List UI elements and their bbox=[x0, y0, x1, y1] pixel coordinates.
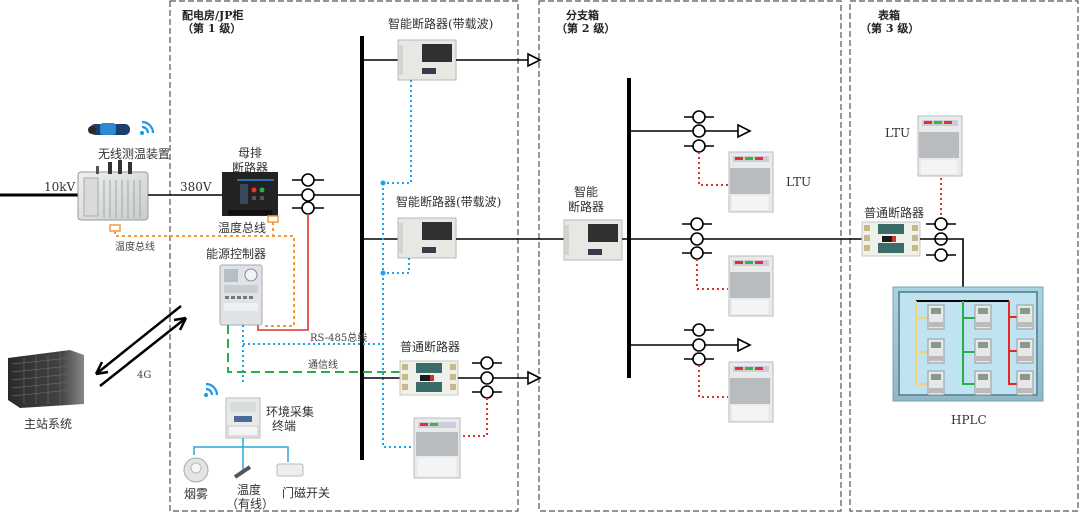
smart-meter-icon bbox=[974, 370, 992, 396]
smart-breaker-carrier-icon-2 bbox=[397, 217, 457, 259]
arrow-head-icon bbox=[527, 370, 542, 386]
ltu-device-icon-l1 bbox=[413, 417, 461, 479]
junction-dot bbox=[380, 180, 386, 186]
zone-level-2-level: （第 2 级） bbox=[556, 21, 615, 35]
current-transformer-icon bbox=[684, 323, 714, 366]
ltu-link-l2-2 bbox=[696, 259, 728, 290]
temp-bus-label-breaker: 温度总线 bbox=[218, 220, 266, 235]
smart-meter-icon bbox=[974, 338, 992, 364]
wifi-icon bbox=[140, 120, 155, 135]
current-transformer-icon bbox=[926, 217, 956, 262]
comm-line bbox=[227, 325, 400, 373]
door-switch-label: 门磁开关 bbox=[282, 485, 330, 500]
rs485-link-1 bbox=[383, 80, 412, 184]
normal-breaker-icon-l3 bbox=[861, 221, 921, 257]
smart-breaker-l2-icon bbox=[563, 219, 623, 261]
smart-breaker-carrier-label-1: 智能断路器(带载波) bbox=[388, 16, 493, 31]
zone-level-1-border bbox=[169, 0, 519, 512]
bidirectional-link-icon bbox=[94, 305, 188, 387]
current-transformer-icon bbox=[472, 356, 502, 399]
current-transformer-icon bbox=[292, 173, 324, 215]
current-transformer-icon bbox=[684, 110, 714, 153]
smoke-detector-icon bbox=[183, 457, 209, 483]
zone-level-3-level: （第 3 级） bbox=[860, 21, 919, 35]
ltu-link-l1 bbox=[460, 398, 488, 437]
env-terminal-label-2: 终端 bbox=[272, 418, 296, 433]
arrow-head-icon bbox=[737, 123, 752, 139]
smoke-label: 烟雾 bbox=[184, 487, 208, 501]
hplc-phase-b bbox=[962, 301, 975, 385]
ltu-device-icon-l2-3 bbox=[728, 361, 774, 423]
ltu-link-l2-3 bbox=[698, 365, 728, 398]
zone-level-3-title: 表箱 bbox=[877, 8, 900, 22]
ltu-device-icon-l2-1 bbox=[728, 151, 774, 213]
zone-level-3-border bbox=[849, 0, 1079, 512]
smart-meter-icon bbox=[927, 338, 945, 364]
busbar-breaker-icon bbox=[222, 172, 279, 223]
comm-line-label: 通信线 bbox=[308, 358, 338, 371]
temp-wired-label-1: 温度 bbox=[237, 482, 261, 497]
smart-meter-icon bbox=[1016, 338, 1034, 364]
ct-signal-line bbox=[257, 214, 309, 331]
normal-breaker-label-l1: 普通断路器 bbox=[400, 339, 460, 354]
wireless-temp-label: 无线测温装置 bbox=[98, 147, 170, 161]
hplc-label: HPLC bbox=[951, 413, 987, 427]
door-switch-icon bbox=[276, 463, 304, 477]
temp-bus-label-transformer: 温度总线 bbox=[115, 240, 155, 253]
zone-level-3: 表箱 （第 3 级） bbox=[849, 0, 1079, 512]
ltu-device-icon-l2-2 bbox=[728, 255, 774, 317]
transformer-icon bbox=[77, 160, 149, 232]
temp-bus-line bbox=[114, 231, 295, 327]
normal-breaker-label-l3: 普通断路器 bbox=[864, 205, 924, 220]
zone-level-1-title: 配电房/JP柜 bbox=[182, 8, 244, 22]
server-icon bbox=[8, 350, 84, 408]
link-4g-label: 4G bbox=[137, 370, 151, 381]
smart-meter-icon bbox=[1016, 370, 1034, 396]
temp-probe-icon bbox=[233, 465, 252, 479]
energy-controller-label: 能源控制器 bbox=[206, 247, 266, 261]
wifi-icon bbox=[204, 382, 219, 397]
zone-level-2-title: 分支箱 bbox=[566, 8, 599, 22]
smart-breaker-l2-label-1: 智能 bbox=[574, 184, 598, 199]
smart-meter-icon bbox=[974, 304, 992, 330]
zone-level-1-level: （第 1 级） bbox=[182, 21, 241, 35]
sensor-bus bbox=[193, 438, 289, 470]
smart-breaker-carrier-label-2: 智能断路器(带载波) bbox=[396, 194, 501, 209]
zone-level-2-border bbox=[538, 0, 842, 512]
hplc-phase-a bbox=[915, 301, 928, 385]
busbar-breaker-label-2: 断路器 bbox=[232, 160, 268, 175]
smart-meter-grid bbox=[927, 304, 1034, 396]
busbar-breaker-label-1: 母排 bbox=[238, 146, 262, 160]
ltu-device-icon-l3 bbox=[917, 115, 963, 177]
temp-wired-label-2: （有线） bbox=[226, 497, 274, 511]
current-transformer-icon bbox=[682, 217, 712, 260]
hplc-phase-c bbox=[1008, 301, 1017, 385]
lv-voltage-label: 380V bbox=[180, 180, 212, 194]
arrow-head-icon bbox=[737, 337, 752, 353]
arrow-head-icon bbox=[527, 52, 542, 68]
env-terminal-label-1: 环境采集 bbox=[266, 404, 314, 419]
rs485-link-2 bbox=[383, 258, 410, 274]
wireless-temp-sensor-icon bbox=[88, 123, 130, 135]
smart-breaker-carrier-icon-1 bbox=[397, 39, 457, 81]
ltu-link-l2-1 bbox=[698, 152, 728, 186]
smart-breaker-l2-label-2: 断路器 bbox=[568, 199, 604, 214]
env-terminal-icon bbox=[225, 397, 261, 439]
energy-controller-icon bbox=[219, 264, 263, 326]
smart-meter-icon bbox=[927, 304, 945, 330]
feeder-to-hplc bbox=[920, 238, 964, 296]
ltu-label-l2: LTU bbox=[786, 175, 811, 189]
zone-level-2: 分支箱 （第 2 级） bbox=[538, 0, 842, 512]
smart-meter-icon bbox=[1016, 304, 1034, 330]
ltu-label-l3: LTU bbox=[885, 126, 910, 140]
junction-dot bbox=[380, 270, 386, 276]
rs485-label: RS-485总线 bbox=[310, 331, 367, 344]
normal-breaker-icon-l1 bbox=[399, 360, 459, 396]
hv-voltage-label: 10kV bbox=[44, 180, 76, 194]
master-station-label: 主站系统 bbox=[24, 417, 72, 431]
smart-meter-icon bbox=[927, 370, 945, 396]
zone-level-1: 配电房/JP柜 （第 1 级） bbox=[169, 0, 519, 512]
